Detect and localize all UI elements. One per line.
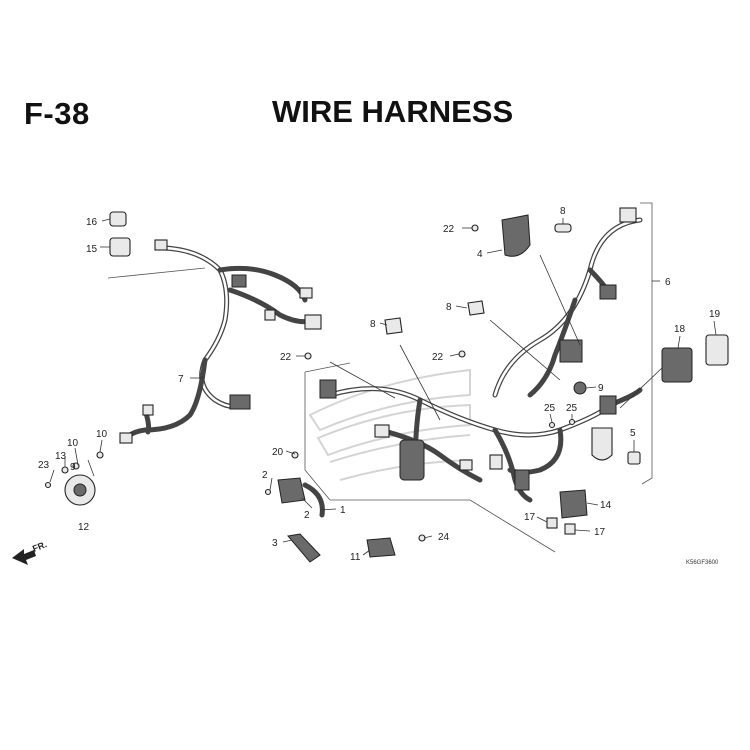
callout-9: 9 [598,383,604,394]
callout-15: 15 [86,244,98,255]
part-9-grommet [573,381,587,395]
callout-25: 25 [544,403,556,414]
callout-18: 18 [674,324,686,335]
part-8-mid [384,300,485,335]
callout-8: 8 [446,302,452,313]
callout-23: 23 [38,460,50,471]
connector-block [142,404,154,416]
callouts: 16 15 7 10 10 13 9 23 12 20 2 2 1 3 11 2… [38,206,721,563]
connector-block [399,439,425,481]
callout-4: 4 [477,249,483,260]
connector-block [304,314,322,330]
connector-block [319,379,337,399]
figure-code: F-38 [24,96,90,131]
assembly-frame [107,202,653,553]
callout-7: 7 [178,374,184,385]
callout-8: 8 [370,319,376,330]
connector-block [154,239,168,251]
part-4 [501,214,531,257]
arrow-left-icon [12,549,36,565]
connector-block [514,469,530,491]
connector-block [489,454,503,470]
callout-9: 9 [70,462,76,473]
callout-22: 22 [432,352,444,363]
page-title: WIRE HARNESS [272,94,514,129]
callout-3: 3 [272,538,278,549]
part-5 [591,427,641,465]
callout-24: 24 [438,532,450,543]
callout-22: 22 [443,224,455,235]
connector-block [231,274,247,288]
connector-block [599,395,617,415]
connector-block [299,287,313,299]
callout-25: 25 [566,403,578,414]
connector-block [119,432,133,444]
callout-6: 6 [665,277,671,288]
callout-13: 13 [55,451,67,462]
part-18 [661,347,693,383]
callout-17: 17 [524,512,536,523]
callout-17: 17 [594,527,606,538]
callout-10: 10 [67,438,79,449]
callout-22: 22 [280,352,292,363]
front-direction-arrow: FR. [12,539,48,565]
callout-2: 2 [262,470,268,481]
left-sub-harness [122,245,318,443]
callout-14: 14 [600,500,612,511]
connector-block [374,424,390,438]
callout-5: 5 [630,428,636,439]
callout-20: 20 [272,447,284,458]
connector-block [459,459,473,471]
callout-16: 16 [86,217,98,228]
reference-code: K56GF3600 [686,560,719,566]
part-12-horn [64,459,96,506]
leader-lines [49,218,717,556]
connector-block [559,339,583,363]
part-8-top [554,223,572,233]
part-16 [109,211,127,227]
part-14 [559,489,588,519]
callout-12: 12 [78,522,90,533]
connector-block [229,394,251,410]
callout-11: 11 [350,552,361,563]
connectors [119,207,637,491]
connector-block [619,207,637,223]
part-3 [287,533,321,563]
callout-8: 8 [560,206,566,217]
part-15 [109,237,131,257]
callout-10: 10 [96,429,108,440]
part-17 [546,517,576,535]
callout-19: 19 [709,309,721,320]
part-19 [705,334,729,366]
callout-2: 2 [304,510,310,521]
part-1-sensor [277,477,325,518]
main-harness [327,217,643,503]
connector-block [264,309,276,321]
front-label: FR. [31,539,48,554]
callout-1: 1 [340,505,346,516]
connector-block [599,284,617,300]
fasteners [44,224,576,542]
part-11 [366,537,396,558]
